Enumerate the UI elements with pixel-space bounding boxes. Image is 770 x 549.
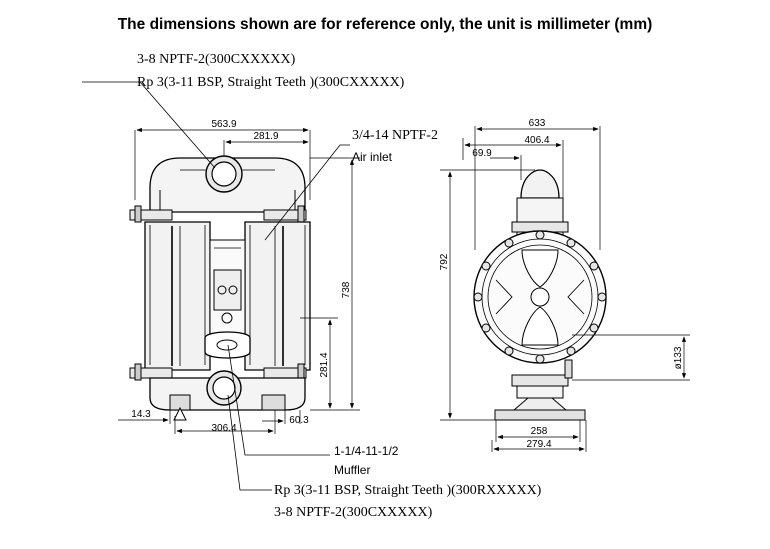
leader-lines	[82, 81, 350, 491]
inlet-note-line2: Rp 3(3-11 BSP, Straight Teeth )(300CXXXX…	[137, 75, 405, 90]
muffler-label: Muffler	[334, 463, 371, 477]
outlet-note-line1: Rp 3(3-11 BSP, Straight Teeth )(300RXXXX…	[274, 483, 542, 498]
air-inlet-label: Air inlet	[352, 150, 393, 164]
front-dimensions	[118, 127, 360, 434]
side-view	[473, 169, 607, 421]
dim-side-offset: 406.4	[524, 135, 549, 146]
dim-base-width: 306.4	[211, 423, 236, 434]
dim-base-279: 279.4	[526, 439, 551, 450]
muffler-size: 1-1/4-11-1/2	[334, 444, 399, 458]
dim-side-small: 69.9	[472, 148, 492, 159]
dim-side-width: 633	[529, 118, 546, 129]
dim-base-258: 258	[531, 426, 548, 437]
dim-half-width: 281.9	[253, 131, 278, 142]
dim-height: 738	[341, 281, 352, 298]
dim-inlet-height: 281.4	[319, 352, 330, 377]
dim-port-diameter: ø133	[673, 346, 684, 369]
dim-foot-width: 60.3	[289, 415, 309, 426]
dim-foot-offset: 14.3	[131, 409, 151, 420]
outlet-note-line2: 3-8 NPTF-2(300CXXXXX)	[274, 505, 433, 520]
page-title: The dimensions shown are for reference o…	[117, 16, 653, 33]
air-inlet-size: 3/4-14 NPTF-2	[352, 128, 438, 143]
front-view	[129, 155, 311, 421]
side-dimensions	[440, 126, 690, 452]
inlet-note-line1: 3-8 NPTF-2(300CXXXXX)	[137, 52, 296, 67]
dim-overall-width: 563.9	[211, 119, 236, 130]
dim-side-height: 792	[439, 253, 450, 270]
